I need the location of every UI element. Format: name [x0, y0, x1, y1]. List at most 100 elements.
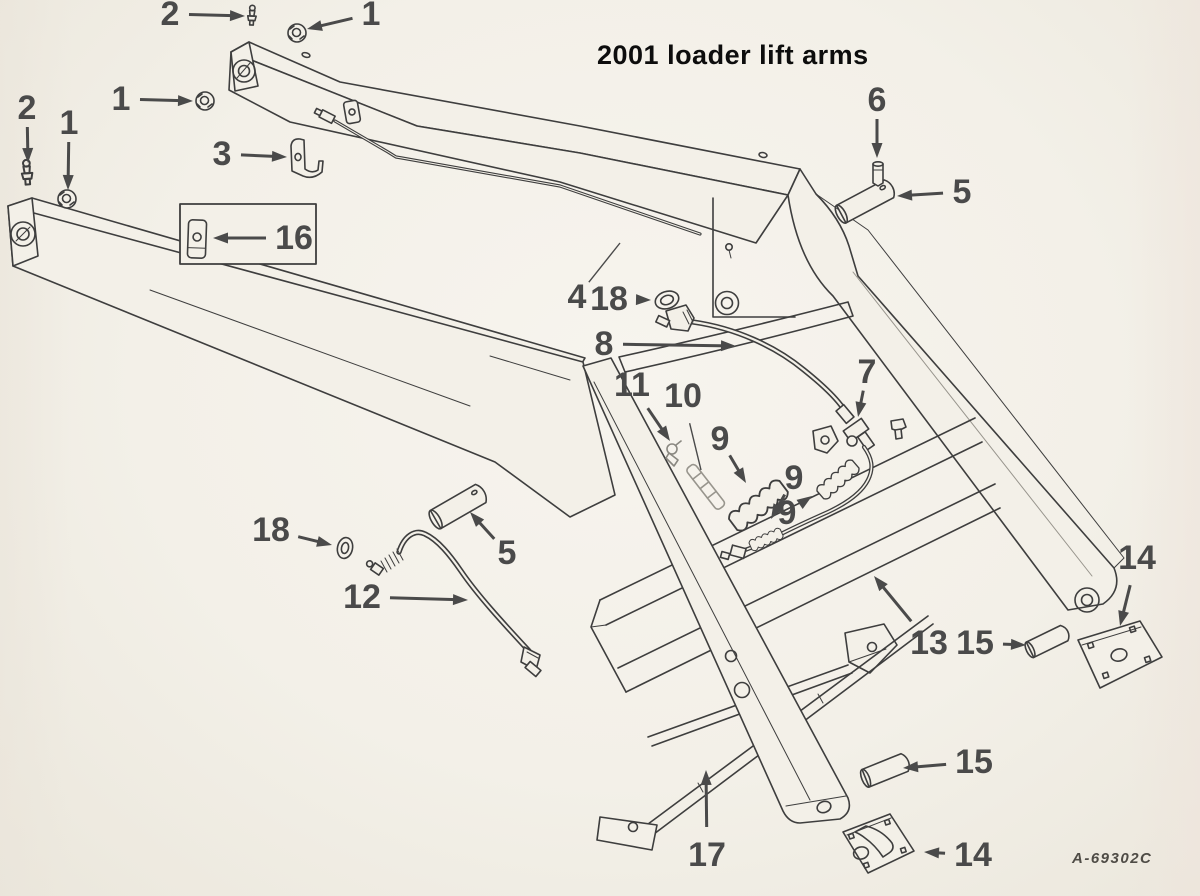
lock-nut-a — [287, 23, 307, 43]
callout-4: 4 — [568, 242, 621, 316]
pivot-pin-lower — [428, 483, 488, 530]
beam-top-hole — [301, 51, 311, 59]
callout-arrowhead — [796, 496, 812, 509]
lock-nut-b — [195, 91, 215, 111]
callout-arrowhead — [316, 536, 332, 547]
callout-9: 9 — [771, 459, 803, 519]
callout-6: 6 — [868, 81, 886, 158]
callout-8: 8 — [595, 325, 736, 363]
callout-5: 5 — [470, 512, 516, 572]
callout-arrowhead — [229, 10, 245, 22]
o-ring-lower — [336, 536, 354, 560]
callout-arrowhead — [700, 770, 712, 786]
callout-17: 17 — [688, 770, 726, 874]
callout-arrowhead — [177, 95, 193, 107]
callout-arrowhead — [22, 147, 34, 163]
mounting-plate-lower — [842, 813, 915, 874]
cross-channel — [590, 417, 1001, 693]
snap-ring-box — [179, 203, 317, 265]
callout-arrowhead — [470, 512, 485, 527]
line-clamp-installed — [342, 99, 362, 125]
lower-arm-end-cap — [7, 197, 39, 267]
callout-number: 15 — [956, 624, 994, 662]
mounting-plate-upper — [1077, 620, 1163, 689]
upper-lift-arm — [228, 41, 1125, 613]
callout-arrowhead — [213, 232, 228, 244]
callout-arrowhead — [271, 150, 287, 162]
hydraulic-hose-lower — [365, 529, 542, 678]
callout-3: 3 — [213, 135, 287, 173]
callout-number: 1 — [112, 80, 131, 118]
lower-arm-leg — [582, 357, 851, 824]
callout-1: 1 — [112, 80, 193, 118]
callout-arrowhead — [1118, 610, 1129, 626]
gusset-bolt — [724, 243, 733, 252]
callout-number: 8 — [595, 325, 614, 363]
callout-1: 1 — [60, 104, 79, 190]
callout-15: 15 — [956, 624, 1026, 662]
callout-number: 1 — [60, 104, 79, 142]
drawing-number: A-69302C — [1072, 850, 1153, 867]
callout-arrowhead — [871, 143, 883, 158]
callout-number: 13 — [910, 624, 948, 662]
latch-pin-upper — [1024, 624, 1070, 659]
clamp-plate — [686, 463, 726, 510]
callout-12: 12 — [343, 578, 468, 616]
line-fitting — [313, 107, 336, 125]
callout-arrowhead — [62, 174, 74, 190]
callout-number: 9 — [711, 420, 730, 458]
tee-fitting — [812, 403, 876, 454]
lower-lift-arm — [7, 197, 851, 824]
callout-number: 9 — [778, 494, 797, 532]
elbow-bushing — [714, 290, 740, 316]
callout-arrowhead — [874, 576, 888, 592]
retaining-pin — [872, 161, 884, 187]
hydraulic-hose-upper — [655, 304, 846, 411]
callout-13: 13 — [874, 576, 948, 662]
callout-number: 3 — [213, 135, 232, 173]
callout-15: 15 — [903, 743, 993, 781]
callout-arrowhead — [924, 847, 940, 859]
callout-number: 1 — [362, 0, 381, 33]
callout-number: 7 — [858, 353, 877, 391]
callout-number: 17 — [688, 836, 726, 874]
grease-fitting-b — [19, 158, 35, 186]
callout-number: 15 — [955, 743, 993, 781]
upper-arm-elbow-and-leg — [787, 168, 1118, 611]
page-title: 2001 loader lift arms — [597, 40, 869, 70]
callout-16: 16 — [213, 219, 313, 257]
callout-arrowhead — [657, 425, 670, 441]
callout-number: 18 — [590, 280, 628, 318]
callout-9: 9 — [778, 494, 812, 532]
grease-fitting-a — [246, 4, 258, 27]
callout-arrowhead — [1010, 638, 1026, 650]
callout-number: 2 — [18, 89, 37, 127]
callout-7: 7 — [855, 353, 877, 417]
callout-18: 18 — [252, 511, 332, 549]
callout-arrowhead — [635, 294, 651, 306]
line-clamp-loose — [290, 138, 324, 179]
callout-10: 10 — [664, 377, 702, 471]
elbow-top-hole — [758, 151, 768, 159]
callout-number: 14 — [954, 836, 992, 874]
callout-number: 18 — [252, 511, 290, 549]
latch-pin-lower — [859, 752, 911, 788]
callout-arrowhead — [903, 761, 919, 773]
callout-5: 5 — [897, 173, 971, 211]
callout-number: 9 — [785, 459, 804, 497]
callout-14: 14 — [924, 836, 992, 874]
callout-18: 18 — [590, 280, 651, 318]
steel-line — [313, 107, 702, 236]
callout-number: 4 — [568, 278, 587, 316]
hex-bolt — [890, 418, 907, 440]
lower-arm-bushing — [10, 221, 36, 247]
callout-arrowhead — [771, 503, 784, 519]
callout-number: 10 — [664, 377, 702, 415]
callout-arrowhead — [307, 20, 323, 31]
callout-number: 11 — [614, 366, 650, 404]
snap-ring-clip — [186, 219, 208, 259]
callout-number: 5 — [498, 534, 517, 572]
callout-9: 9 — [711, 420, 746, 483]
